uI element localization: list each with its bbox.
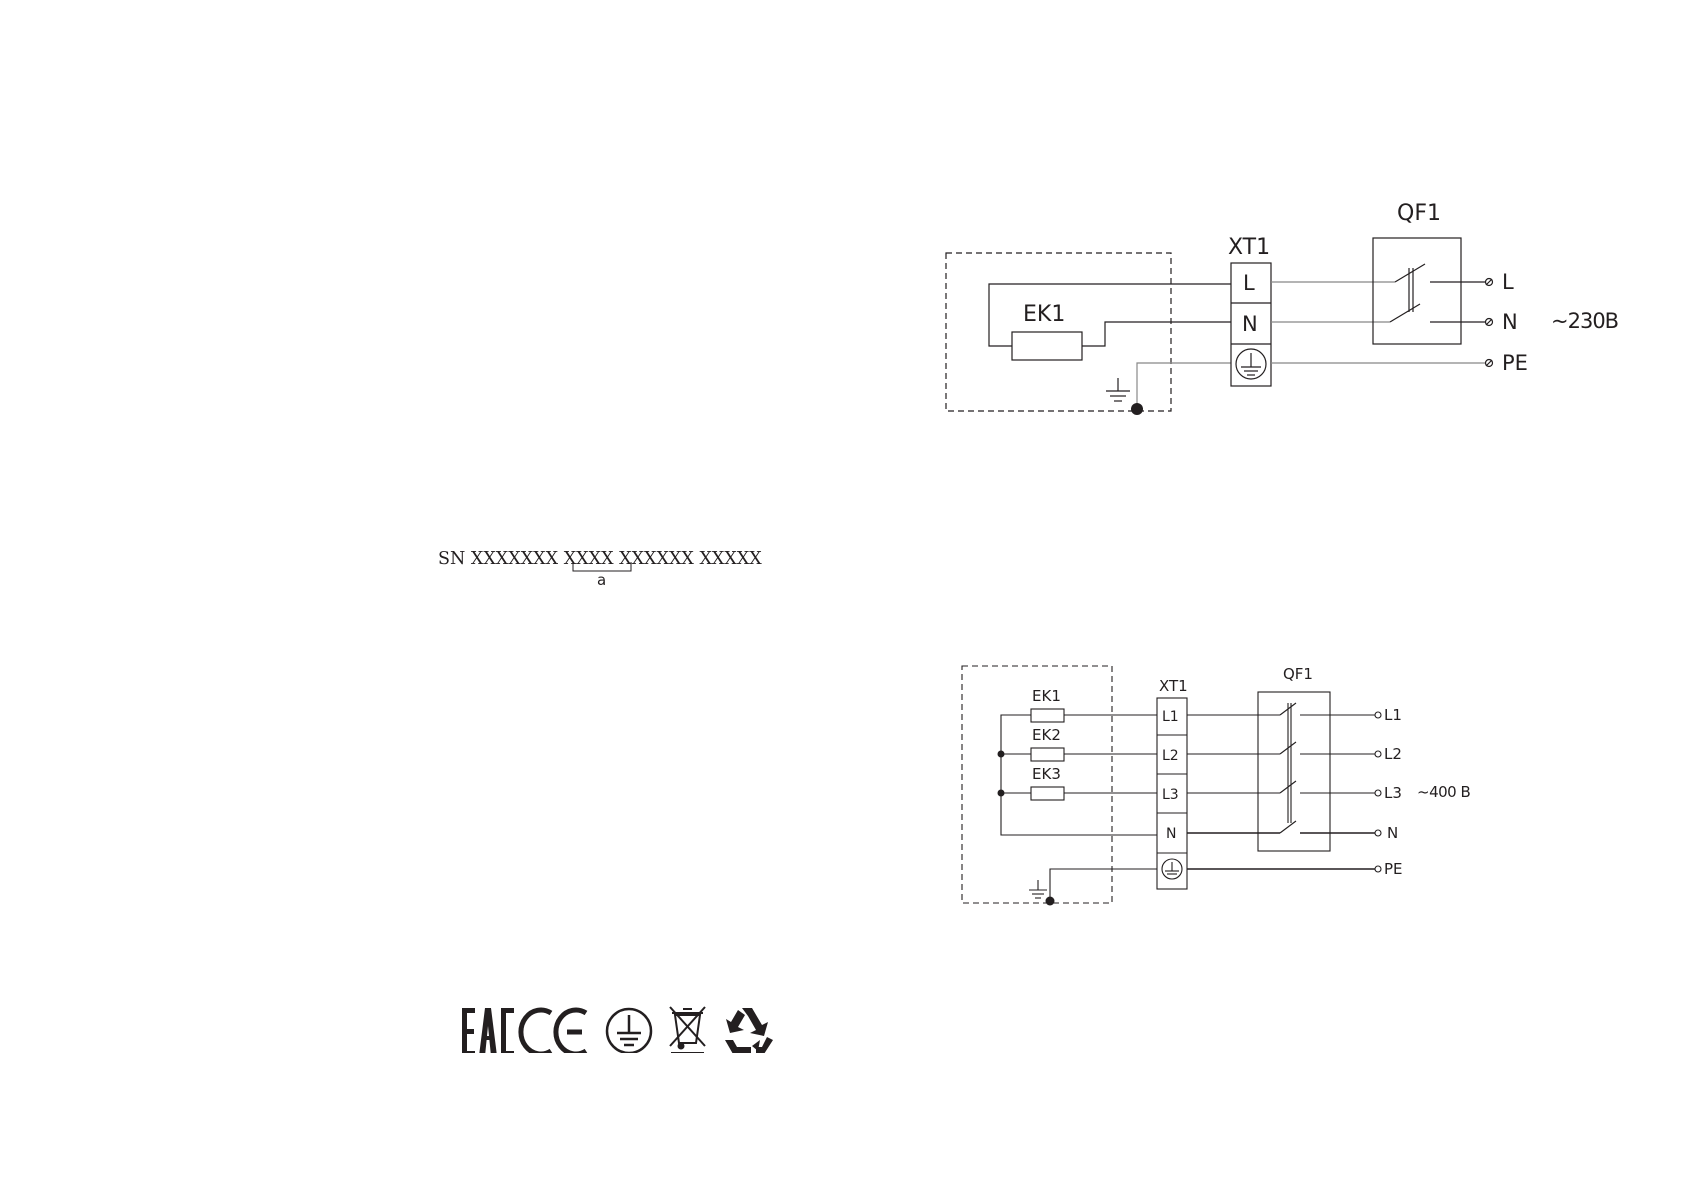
terminal-label-l2: L2 bbox=[1162, 748, 1179, 764]
ground-icon bbox=[1106, 378, 1130, 402]
ce-mark-icon bbox=[518, 1007, 588, 1053]
label-ek1: EK1 bbox=[1023, 302, 1065, 327]
breaker-qf1-3ph bbox=[1257, 691, 1331, 852]
terminal-label-l3: L3 bbox=[1162, 787, 1179, 803]
wire-pe bbox=[1136, 362, 1231, 409]
supply-label-l2: L2 bbox=[1384, 745, 1402, 763]
terminal-label-n: N bbox=[1242, 312, 1258, 336]
heater-ek1-3ph bbox=[1030, 708, 1065, 723]
heater-ek2-3ph bbox=[1030, 747, 1065, 762]
eac-mark-icon bbox=[462, 1008, 514, 1053]
supply-label-l3: L3 bbox=[1384, 784, 1402, 802]
terminal-label-n-3ph: N bbox=[1166, 826, 1176, 842]
serial-group-1: XXXXXXX bbox=[471, 549, 559, 569]
serial-group-3: XXXXXX bbox=[619, 549, 694, 569]
weee-crossed-bin-icon bbox=[669, 1006, 706, 1053]
breaker-qf1 bbox=[1372, 237, 1462, 345]
supply-label-n: N bbox=[1502, 310, 1518, 334]
serial-group-4: XXXXX bbox=[699, 549, 762, 569]
supply-label-n-3ph: N bbox=[1387, 824, 1398, 842]
wiring-diagram-single-phase: EK1 XT1 L N QF1 L N PE ~230B bbox=[945, 201, 1619, 415]
protective-earth-icon bbox=[605, 1007, 653, 1053]
voltage-label-400: ~400 B bbox=[1417, 783, 1470, 801]
supply-label-pe: PE bbox=[1502, 351, 1528, 375]
serial-group-2: XXXX bbox=[564, 549, 614, 569]
label-xt1-3ph: XT1 bbox=[1159, 677, 1188, 695]
recycling-icon bbox=[725, 1008, 773, 1053]
voltage-label-230: ~230B bbox=[1551, 309, 1618, 333]
label-ek3-3ph: EK3 bbox=[1032, 765, 1061, 783]
serial-prefix: SN bbox=[438, 549, 465, 569]
supply-label-l: L bbox=[1502, 270, 1514, 294]
terminal-label-l1: L1 bbox=[1162, 709, 1179, 725]
serial-number-format: SN XXXXXXX XXXX XXXXXX XXXXX a bbox=[438, 549, 762, 589]
earth-terminal-icon-3ph bbox=[1161, 858, 1183, 880]
ground-junction bbox=[1131, 403, 1143, 415]
serial-bracket-label: a bbox=[597, 571, 606, 589]
supply-label-pe-3ph: PE bbox=[1384, 860, 1403, 878]
label-qf1: QF1 bbox=[1397, 201, 1441, 226]
ground-icon-3ph bbox=[1029, 880, 1047, 899]
heater-ek1 bbox=[1011, 331, 1083, 361]
label-ek2-3ph: EK2 bbox=[1032, 726, 1061, 744]
earth-terminal-icon bbox=[1235, 348, 1267, 380]
certification-marks bbox=[462, 1006, 773, 1053]
wiring-diagram-three-phase: EK1 EK2 EK3 XT1 L1 L2 L3 N QF1 L1 L2 L3 … bbox=[961, 665, 1471, 906]
wire-l bbox=[988, 283, 1231, 347]
terminal-block-xt1 bbox=[1230, 262, 1272, 387]
label-xt1: XT1 bbox=[1228, 235, 1270, 260]
supply-label-l1: L1 bbox=[1384, 706, 1402, 724]
housing-outline bbox=[945, 252, 1172, 412]
label-ek1-3ph: EK1 bbox=[1032, 687, 1061, 705]
serial-bracket bbox=[572, 562, 632, 572]
heater-ek3-3ph bbox=[1030, 786, 1065, 801]
terminal-label-l: L bbox=[1243, 271, 1255, 295]
wire-n bbox=[1082, 321, 1231, 347]
housing-outline-3ph bbox=[961, 665, 1113, 904]
svg-text:SN XXXXXXX XXXX XXXXXX XXXXX: SN XXXXXXX XXXX XXXXXX XXXXX bbox=[438, 549, 762, 569]
label-qf1-3ph: QF1 bbox=[1283, 665, 1313, 683]
